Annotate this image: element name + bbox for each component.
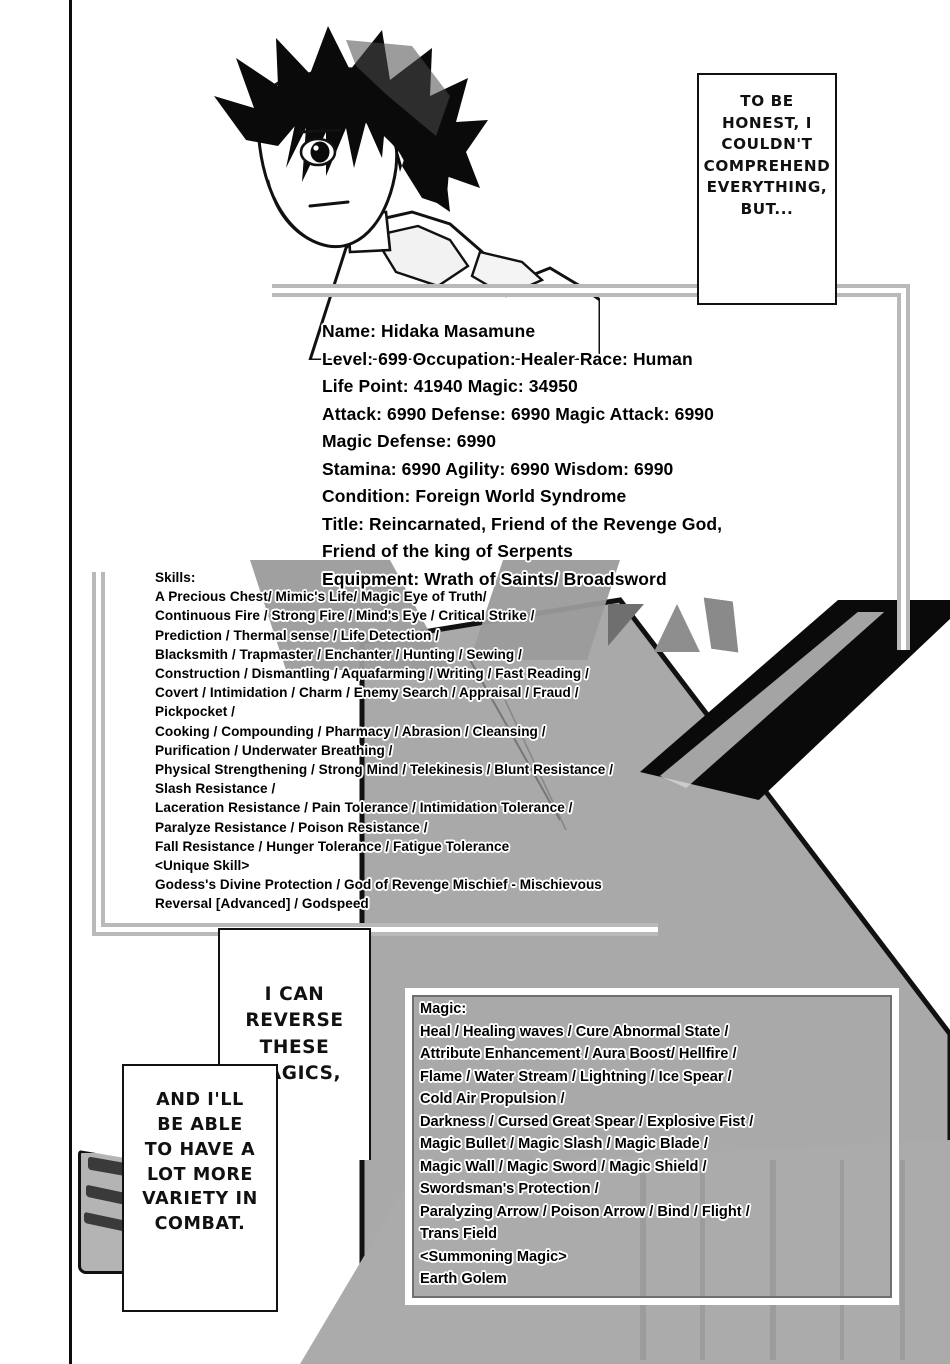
status-stats-block: Name: Hidaka Masamune Level: 699 Occupat… (322, 318, 882, 593)
balloon-line: BE ABLE (157, 1114, 243, 1135)
status-line: Condition: Foreign World Syndrome (322, 486, 627, 506)
skills-line: Covert / Intimidation / Charm / Enemy Se… (155, 685, 579, 701)
skills-line: Blacksmith / Trapmaster / Enchanter / Hu… (155, 646, 522, 662)
magic-line: Darkness / Cursed Great Spear / Explosiv… (420, 1113, 754, 1130)
balloon-line: REVERSE (245, 1010, 344, 1032)
skills-line: Cooking / Compounding / Pharmacy / Abras… (155, 723, 546, 739)
magic-line: <Summoning Magic> (420, 1248, 567, 1265)
skills-block: Skills: A Precious Chest/ Mimic's Life/ … (155, 568, 755, 914)
skills-line: <Unique Skill> (155, 858, 250, 874)
magic-line: Trans Field (420, 1226, 498, 1242)
magic-line: Magic: (420, 1001, 467, 1017)
skills-line: Physical Strengthening / Strong Mind / T… (155, 762, 614, 778)
balloon-line: LOT MORE (147, 1164, 253, 1185)
narration-balloon: TO BE HONEST, I COULDN'T COMPREHEND EVER… (697, 73, 837, 305)
magic-block: Magic: Heal / Healing waves / Cure Abnor… (420, 998, 890, 1291)
skills-line: Laceration Resistance / Pain Tolerance /… (155, 800, 573, 816)
balloon-line: VARIETY IN (142, 1189, 258, 1210)
magic-line: Magic Bullet / Magic Slash / Magic Blade… (420, 1136, 708, 1152)
skills-line: Paralyze Resistance / Poison Resistance … (155, 819, 428, 835)
status-line: Name: Hidaka Masamune (322, 321, 536, 341)
balloon-line: EVERYTHING, (706, 178, 828, 197)
balloon-line: HONEST, I (722, 113, 812, 132)
skills-line: Godess's Divine Protection / God of Reve… (155, 877, 602, 893)
status-line: Friend of the king of Serpents (322, 541, 573, 561)
skills-line: Purification / Underwater Breathing / (155, 742, 393, 758)
status-line: Stamina: 6990 Agility: 6990 Wisdom: 6990 (322, 458, 674, 479)
character-figure (150, 0, 600, 360)
balloon-line: COMBAT. (154, 1214, 246, 1235)
magic-line: Paralyzing Arrow / Poison Arrow / Bind /… (420, 1203, 750, 1220)
balloon-line: THESE (259, 1036, 330, 1058)
skills-line: A Precious Chest/ Mimic's Life/ Magic Ey… (155, 589, 487, 605)
magic-line: Earth Golem (420, 1271, 507, 1287)
ground-stripe-5 (900, 1160, 905, 1360)
status-line: Equipment: Wrath of Saints/ Broadsword (322, 568, 667, 589)
balloon-line: TO BE (740, 92, 794, 110)
skills-line: Pickpocket / (155, 704, 235, 720)
magic-line: Heal / Healing waves / Cure Abnormal Sta… (420, 1023, 729, 1040)
skills-line: Skills: (155, 570, 196, 585)
magic-line: Cold Air Propulsion / (420, 1091, 565, 1107)
status-line: Attack: 6990 Defense: 6990 Magic Attack:… (322, 403, 714, 424)
status-line: Level: 699 Occupation: Healer Race: Huma… (322, 348, 693, 369)
skills-line: Continuous Fire / Strong Fire / Mind's E… (155, 608, 535, 624)
skills-line: Prediction / Thermal sense / Life Detect… (155, 627, 440, 643)
balloon-line: COULDN'T (721, 135, 813, 154)
balloon-line: BUT... (740, 199, 794, 218)
magic-line: Flame / Water Stream / Lightning / Ice S… (420, 1068, 732, 1085)
skills-line: Construction / Dismantling / Aquafarming… (155, 666, 589, 682)
balloon-line: AND I'LL (156, 1090, 244, 1110)
status-line: Title: Reincarnated, Friend of the Reven… (322, 513, 723, 534)
status-line: Life Point: 41940 Magic: 34950 (322, 376, 578, 396)
status-line: Magic Defense: 6990 (322, 431, 497, 451)
balloon-line: TO HAVE A (144, 1139, 256, 1160)
magic-line: Magic Wall / Magic Sword / Magic Shield … (420, 1158, 707, 1175)
magic-window-frame (405, 988, 899, 1305)
balloon-line: COMPREHEND (703, 156, 831, 175)
combat-variety-balloon: AND I'LL BE ABLE TO HAVE A LOT MORE VARI… (122, 1064, 278, 1312)
balloon-line: I CAN (264, 984, 325, 1005)
skills-line: Fall Resistance / Hunger Tolerance / Fat… (155, 838, 510, 854)
skills-line: Reversal [Advanced] / Godspeed (155, 896, 369, 912)
skills-line: Slash Resistance / (155, 781, 276, 797)
panel-gutter-line (69, 0, 72, 1364)
magic-line: Swordsman's Protection / (420, 1181, 599, 1197)
magic-line: Attribute Enhancement / Aura Boost/ Hell… (420, 1046, 737, 1062)
